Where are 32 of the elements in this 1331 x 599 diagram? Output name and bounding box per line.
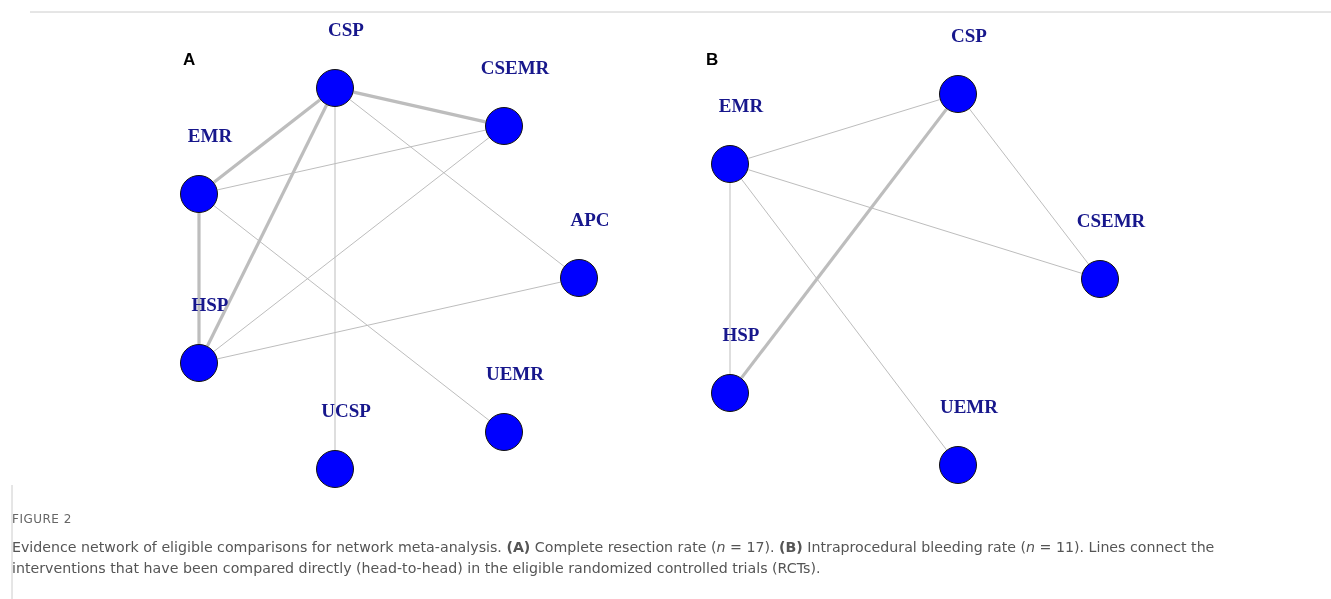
panel-letter: A [183,50,196,70]
edge-line [740,178,948,451]
edge-line [969,108,1089,265]
edge-line [197,213,201,344]
edge-line [747,169,1083,274]
edge-line [213,98,321,184]
node-label: CSP [328,19,364,41]
figure-number: FIGURE 2 [12,512,72,526]
node-label: CSEMR [480,57,550,79]
node-label: APC [570,209,610,231]
node-label: UCSP [321,400,371,422]
node-label: UEMR [939,396,999,418]
panel-letter: B [706,50,719,70]
edge-line [353,90,486,124]
node-label: EMR [718,95,764,117]
node-label: HSP [722,324,760,346]
node-label: CSP [951,25,987,47]
node-label: EMR [187,125,233,147]
edge-line [334,106,336,451]
edge-line [740,108,948,379]
edge-line [213,137,490,352]
edge-line [217,281,561,360]
node-label: HSP [191,294,229,316]
edge-line [729,182,731,375]
edge-line [206,104,328,347]
figure-caption: Evidence network of eligible comparisons for network meta-analysis. (A) Complete resection rate (n = 17). (B) Intraprocedural bleeding rate (n = 11). Lines connect the interventions that have been compared directly (head-to-head) in the eligible randomized controlled trials (RCTs). [12,538,1216,578]
node-label: CSEMR [1076,210,1146,232]
node-label: UEMR [485,363,545,385]
edge-line [747,99,941,159]
edge-line [349,99,565,267]
edge-line [213,205,490,421]
edge-line [217,129,486,191]
